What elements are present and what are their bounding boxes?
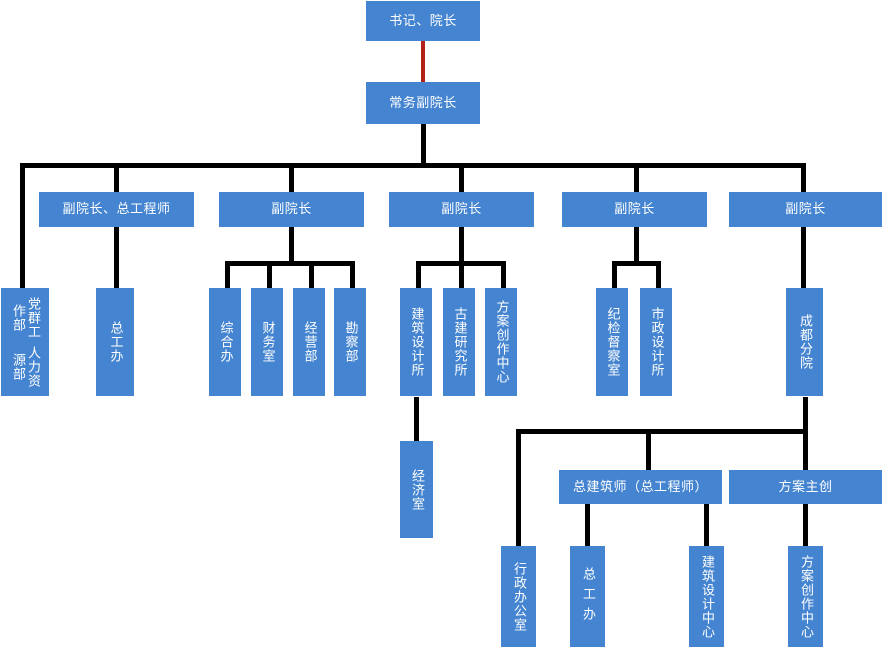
node-executive-vice-president[interactable]: 常务副院长 bbox=[366, 82, 480, 124]
node-label: 方案创作中心 bbox=[494, 300, 510, 384]
node-hr-and-party-affairs[interactable]: 党群工作部 人力资源部 bbox=[1, 288, 49, 396]
node-label: 经营部 bbox=[302, 321, 318, 363]
connector-ceo-to-deputy bbox=[421, 40, 425, 82]
node-label: 副院长 bbox=[441, 201, 482, 217]
connector-drop-caiwushi bbox=[267, 261, 272, 289]
connector-drop-vp2 bbox=[289, 163, 294, 193]
node-label: 成都分院 bbox=[797, 314, 813, 370]
connector-drop-shizheng bbox=[656, 261, 661, 289]
connector-vp1-to-gongban bbox=[114, 226, 119, 289]
node-administrative-office[interactable]: 行政办公室 bbox=[501, 546, 536, 647]
node-label: 副院长 bbox=[785, 201, 826, 217]
node-economics-office[interactable]: 经济室 bbox=[400, 441, 433, 538]
node-label-party-affairs: 党群工作部 bbox=[11, 296, 41, 339]
node-chief-engineer-office[interactable]: 总工办 bbox=[96, 288, 134, 396]
node-chief-architect[interactable]: 总建筑师（总工程师） bbox=[559, 470, 722, 504]
node-label: 财务室 bbox=[260, 321, 276, 363]
node-vp-chief-engineer[interactable]: 副院长、总工程师 bbox=[39, 192, 194, 227]
connector-drop-xingzhengban bbox=[516, 429, 521, 547]
node-scheme-creation-center[interactable]: 方案创作中心 bbox=[485, 288, 517, 396]
node-survey-department[interactable]: 勘察部 bbox=[334, 288, 366, 396]
connector-zongjianzhushi-to-gongban bbox=[585, 504, 590, 547]
node-municipal-design-institute[interactable]: 市政设计所 bbox=[640, 288, 672, 396]
node-chengdu-chief-engineer-office[interactable]: 总工办 bbox=[570, 546, 605, 647]
node-label: 古建研究所 bbox=[452, 307, 468, 377]
connector-drop-jijian bbox=[612, 261, 617, 289]
connector-drop-jingyingbu bbox=[309, 261, 314, 289]
node-label: 行政办公室 bbox=[511, 561, 527, 632]
node-label: 纪检督察室 bbox=[605, 307, 621, 377]
node-label: 方案创作中心 bbox=[798, 554, 814, 639]
node-label: 副院长 bbox=[614, 201, 655, 217]
node-discipline-inspection-office[interactable]: 纪检督察室 bbox=[596, 288, 628, 396]
node-secretary-president[interactable]: 书记、院长 bbox=[366, 1, 480, 41]
node-finance-office[interactable]: 财务室 bbox=[251, 288, 283, 396]
connector-vp3-stem bbox=[459, 226, 464, 265]
connector-vp2-stem bbox=[289, 226, 294, 265]
connector-drop-fanganzhuchuang bbox=[803, 429, 808, 470]
node-label: 总工办 bbox=[580, 566, 596, 627]
connector-drop-vp5 bbox=[801, 163, 806, 193]
node-label: 书记、院长 bbox=[389, 12, 457, 28]
connector-vp5-to-chengdu bbox=[801, 226, 806, 289]
node-vp-5[interactable]: 副院长 bbox=[729, 192, 882, 227]
node-vp-3[interactable]: 副院长 bbox=[389, 192, 534, 227]
node-label: 总建筑师（总工程师） bbox=[572, 478, 708, 494]
node-label: 副院长 bbox=[271, 201, 312, 217]
connector-drop-vp3 bbox=[459, 163, 464, 193]
node-label: 建筑设计所 bbox=[409, 307, 425, 377]
node-architectural-design-institute[interactable]: 建筑设计所 bbox=[400, 288, 432, 396]
node-chengdu-scheme-creation-center[interactable]: 方案创作中心 bbox=[788, 546, 823, 647]
node-architectural-design-center[interactable]: 建筑设计中心 bbox=[689, 546, 724, 647]
connector-zongjianzhushi-to-sjzx bbox=[704, 504, 709, 547]
connector-jianzhu-to-jingjishi bbox=[414, 397, 419, 442]
node-label: 经济室 bbox=[409, 468, 425, 511]
node-operations-department[interactable]: 经营部 bbox=[293, 288, 325, 396]
node-label-hr: 人力资源部 bbox=[11, 345, 41, 388]
node-label: 常务副院长 bbox=[389, 94, 457, 110]
connector-fanganzhuchuang-to-fzzx bbox=[803, 504, 808, 547]
node-chengdu-branch[interactable]: 成都分院 bbox=[786, 288, 823, 396]
connector-vp4-bus bbox=[612, 261, 661, 266]
connector-drop-kanchabu bbox=[350, 261, 355, 289]
node-label: 副院长、总工程师 bbox=[62, 201, 171, 217]
connector-drop-zongheban bbox=[225, 261, 230, 289]
connector-vp2-bus bbox=[225, 261, 355, 266]
connector-drop-vp4 bbox=[634, 163, 639, 193]
node-general-office[interactable]: 综合办 bbox=[209, 288, 241, 396]
node-label: 综合办 bbox=[218, 321, 234, 363]
node-vp-2[interactable]: 副院长 bbox=[219, 192, 364, 227]
connector-deputy-stem bbox=[421, 124, 426, 165]
node-label: 市政设计所 bbox=[649, 307, 665, 377]
node-lead-scheme-designer[interactable]: 方案主创 bbox=[729, 470, 882, 504]
node-label: 方案主创 bbox=[778, 478, 833, 494]
connector-chengdu-bus bbox=[516, 429, 808, 434]
connector-drop-jianzhusheji bbox=[416, 261, 421, 289]
connector-chengdu-stem bbox=[803, 397, 808, 433]
connector-drop-fangan bbox=[501, 261, 506, 289]
connector-level2-bus bbox=[20, 163, 806, 168]
connector-vp4-stem bbox=[634, 226, 639, 265]
node-label: 总工办 bbox=[108, 321, 124, 363]
node-label: 建筑设计中心 bbox=[699, 554, 715, 639]
node-label: 勘察部 bbox=[343, 321, 359, 363]
node-ancient-architecture-institute[interactable]: 古建研究所 bbox=[443, 288, 475, 396]
connector-drop-hr-branch bbox=[20, 163, 25, 289]
connector-drop-zongjianzhushi bbox=[646, 429, 651, 470]
connector-drop-gujianyanjiu bbox=[459, 261, 464, 289]
node-vp-4[interactable]: 副院长 bbox=[562, 192, 707, 227]
connector-drop-vp1 bbox=[114, 163, 119, 193]
